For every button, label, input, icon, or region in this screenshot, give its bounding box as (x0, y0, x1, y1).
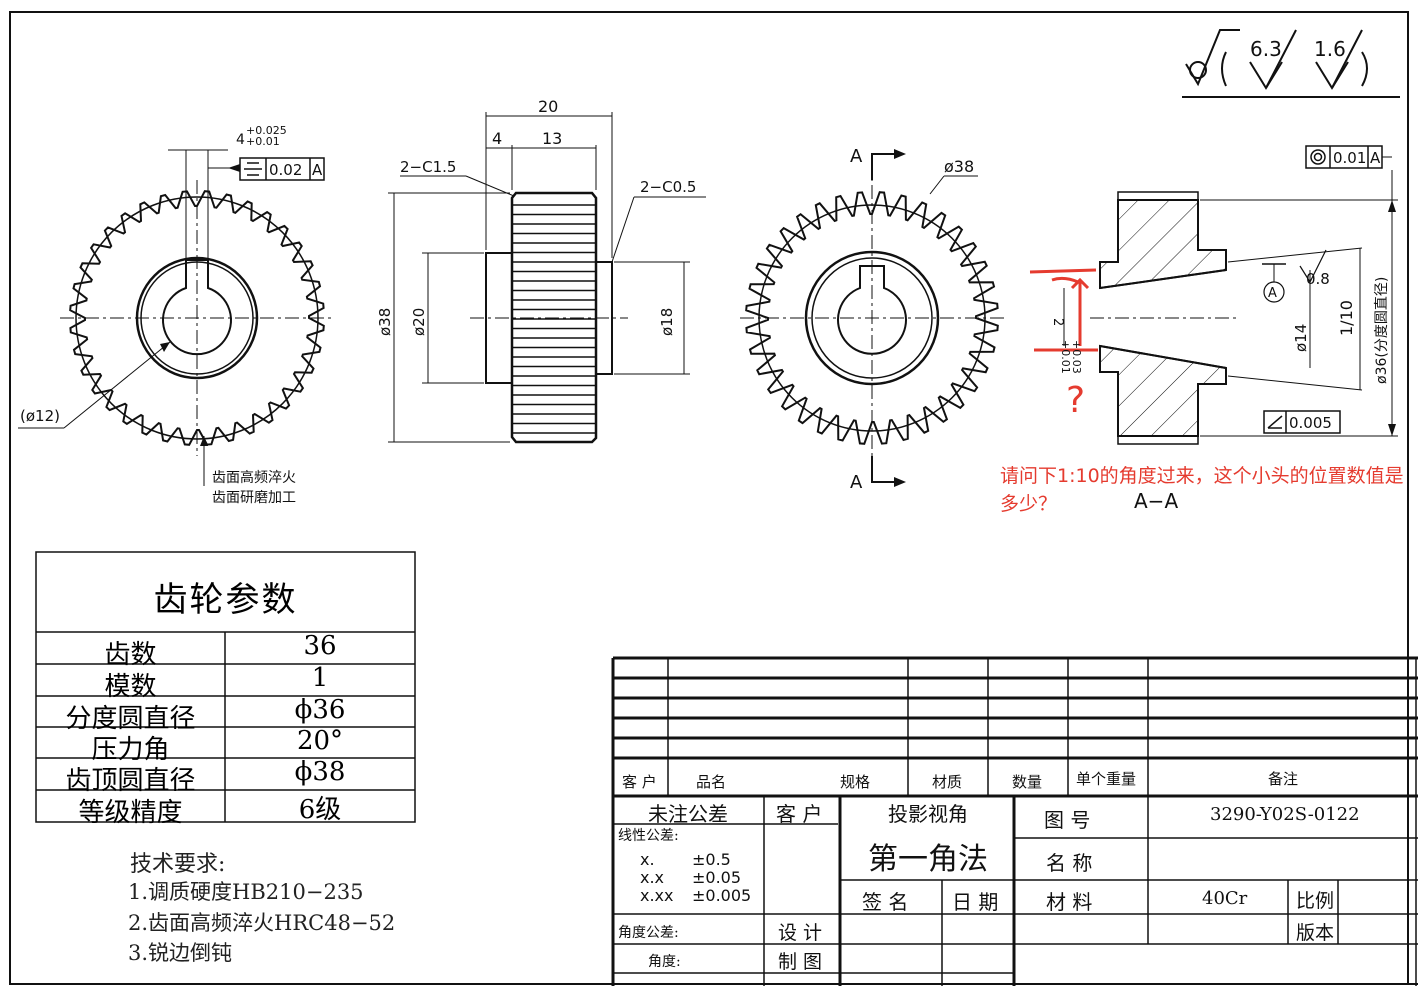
dia-bore-label: ø18 (658, 308, 676, 336)
side-view-gear (388, 112, 706, 444)
key-tol-upper: +0.025 (246, 124, 287, 137)
dim-hub-length: 4 (492, 129, 502, 148)
bore-dim-label: (ø12) (20, 407, 60, 425)
cut-label-bottom: A (850, 472, 863, 493)
dia-small-label: ø14 (1292, 324, 1310, 352)
dia-pitch-label: ø36(分度圆直径) (1373, 277, 1390, 384)
symmetry-datum: A (312, 161, 323, 179)
section-aa-view (1029, 145, 1398, 445)
roughness-value: 0.8 (1306, 270, 1330, 288)
datum-bubble-label: A (1268, 286, 1277, 301)
cut-label-top: A (850, 146, 863, 167)
section-aa-title: A−A (1134, 489, 1178, 513)
key-tol-lower: +0.01 (246, 135, 280, 148)
question-mark: ? (1066, 380, 1085, 421)
keyway-tol-lower: +0.01 (1059, 340, 1072, 374)
dia-hub-label: ø20 (410, 308, 428, 336)
key-width-dim: 4 (236, 132, 245, 148)
side-teeth-lines (512, 204, 596, 434)
keyway-tol-upper: +0.03 (1070, 340, 1083, 374)
front-view-gear (18, 149, 334, 486)
dia-outer-label: ø38 (376, 308, 394, 336)
finish-value-2: 1.6 (1314, 37, 1346, 61)
keyway-bore (162, 259, 232, 356)
chamfer-right-label: 2−C0.5 (640, 178, 696, 196)
dim-total-length: 20 (538, 97, 558, 116)
dim-teeth-width: 13 (542, 129, 562, 148)
tooth-note-line1: 齿面高频淬火 (212, 469, 296, 486)
flatness-tol-value: 0.005 (1289, 414, 1332, 432)
tooth-note-line2: 齿面研磨加工 (212, 490, 296, 506)
title-block-grid (611, 656, 1418, 986)
runout-datum: A (1370, 149, 1381, 167)
finish-value-1: 6.3 (1250, 37, 1282, 61)
surface-finish-symbol (1182, 29, 1400, 98)
symmetry-tol-value: 0.02 (269, 161, 302, 179)
gear-params-table-grid (35, 551, 416, 823)
question-annotation-marks (1029, 268, 1098, 352)
taper-label: 1/10 (1337, 300, 1356, 336)
runout-tol-value: 0.01 (1333, 149, 1366, 167)
section-view-dia: ø38 (944, 157, 974, 176)
chamfer-left-label: 2−C1.5 (400, 158, 456, 176)
keyway-tol-base: 2 (1050, 318, 1065, 326)
section-marked-gear (740, 149, 1004, 487)
